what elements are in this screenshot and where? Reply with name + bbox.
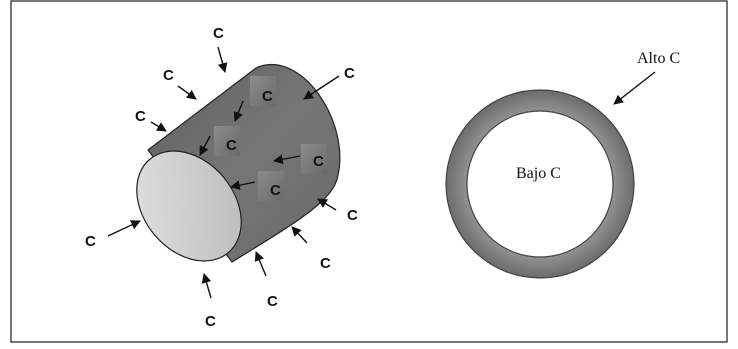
inner-c-tile	[301, 144, 327, 174]
outer-c-label: C	[320, 255, 331, 272]
diffusion-arrow	[291, 226, 308, 244]
inner-c-label: C	[313, 153, 324, 170]
ring-inner-label: Bajo C	[516, 165, 561, 182]
inner-c-label: C	[270, 182, 281, 199]
diffusion-arrow	[201, 273, 212, 299]
inner-c-tile	[258, 171, 284, 201]
outer-c-label: C	[344, 65, 355, 82]
diffusion-arrow	[107, 220, 141, 237]
diffusion-arrow	[317, 198, 337, 211]
inner-c-label: C	[226, 137, 237, 154]
outer-c-label: C	[347, 207, 358, 224]
cylinder-end-face	[136, 150, 242, 262]
outer-c-label: C	[267, 293, 278, 310]
diffusion-arrow	[233, 100, 244, 122]
diffusion-arrow	[230, 180, 256, 190]
ring-outer-label: Alto C	[637, 50, 680, 67]
outer-c-label: C	[163, 67, 174, 84]
outer-c-label: C	[205, 313, 216, 330]
ring-pointer-arrow	[613, 71, 656, 105]
inner-c-tile	[214, 126, 240, 156]
diffusion-arrow	[150, 121, 167, 132]
diffusion-arrow	[217, 46, 228, 73]
diffusion-arrow	[303, 75, 340, 100]
diffusion-arrow	[273, 154, 301, 165]
outer-c-label: C	[85, 233, 96, 250]
diffusion-arrow	[199, 135, 211, 156]
outer-c-label: C	[135, 108, 146, 125]
inner-c-label: C	[262, 88, 273, 105]
inner-c-tile	[250, 76, 276, 106]
ring-inner-hole	[466, 110, 614, 258]
diffusion-arrow	[254, 251, 267, 277]
outer-c-label: C	[213, 25, 224, 42]
diffusion-arrow	[177, 85, 197, 100]
